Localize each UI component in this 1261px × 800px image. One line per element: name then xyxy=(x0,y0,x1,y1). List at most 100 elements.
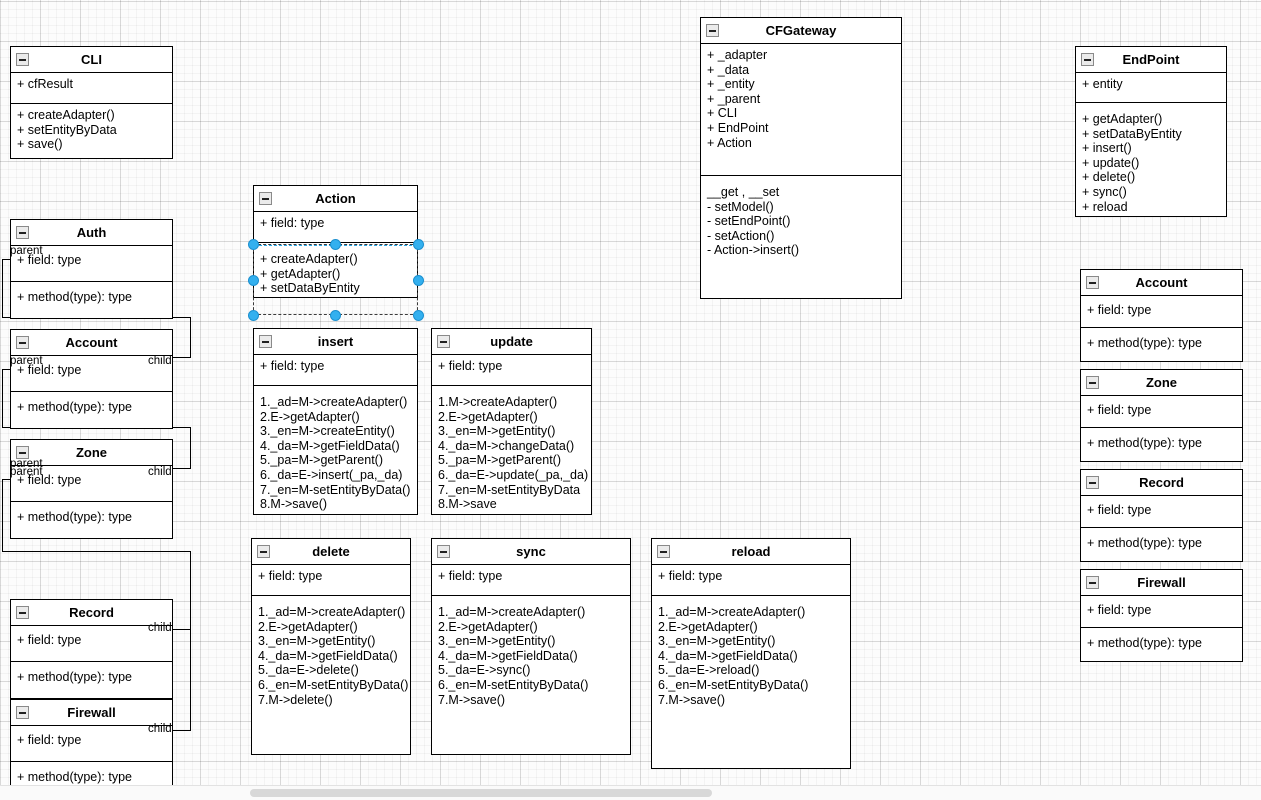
uml-operations-sync: 1._ad=M->createAdapter()2.E->getAdapter(… xyxy=(432,596,630,754)
uml-operation-row: 6._da=E->update(_pa,_da) xyxy=(438,467,589,482)
handle-middle-right[interactable] xyxy=(412,274,424,286)
collapse-minus-icon[interactable] xyxy=(16,606,29,619)
uml-attribute-row: + Action xyxy=(707,135,752,150)
uml-class-record-left[interactable]: Record+ field: type+ method(type): type xyxy=(10,599,173,699)
uml-attributes-record-right: + field: type xyxy=(1081,496,1242,528)
uml-operation-row: 1._ad=M->createAdapter() xyxy=(438,605,586,619)
uml-class-title-reload: reload xyxy=(652,539,850,565)
conn-account-to-auth-segment-3 xyxy=(2,259,3,318)
collapse-minus-icon[interactable] xyxy=(1086,276,1099,289)
uml-class-endpoint[interactable]: EndPoint+ entity+ getAdapter()+ setDataB… xyxy=(1075,46,1227,217)
uml-class-title-account-right: Account xyxy=(1081,270,1242,296)
uml-class-cli[interactable]: CLI+ cfResult+ createAdapter()+ setEntit… xyxy=(10,46,173,159)
role-label-zone-parent-1: parent xyxy=(10,458,43,470)
handle-bottom-right[interactable] xyxy=(412,309,424,321)
horizontal-scrollbar-track[interactable] xyxy=(0,785,1261,800)
uml-operation-row: + reload xyxy=(1082,199,1128,214)
collapse-minus-icon[interactable] xyxy=(1086,476,1099,489)
handle-top-left[interactable] xyxy=(247,238,259,250)
uml-operations-record-right: + method(type): type xyxy=(1081,528,1242,561)
uml-operation-row: 2.E->getAdapter() xyxy=(658,619,758,634)
horizontal-scrollbar-thumb[interactable] xyxy=(250,789,712,797)
uml-operation-row: + method(type): type xyxy=(1087,336,1202,350)
uml-class-firewall-left[interactable]: Firewall+ field: type+ method(type): typ… xyxy=(10,699,173,799)
uml-operation-row: 6._en=M-setEntityByData() xyxy=(658,677,809,692)
collapse-minus-icon[interactable] xyxy=(437,335,450,348)
uml-operation-row: 5._pa=M->getParent() xyxy=(438,453,561,468)
collapse-minus-icon[interactable] xyxy=(16,53,29,66)
uml-operation-row: 3._en=M->getEntity() xyxy=(438,634,556,649)
uml-operation-row: 8.M->save() xyxy=(260,497,328,512)
uml-operation-row: 3._en=M->createEntity() xyxy=(260,424,395,439)
collapse-minus-icon[interactable] xyxy=(16,336,29,349)
uml-class-record-right[interactable]: Record+ field: type+ method(type): type xyxy=(1080,469,1243,562)
uml-operation-row: 3._en=M->getEntity() xyxy=(658,634,776,649)
collapse-minus-icon[interactable] xyxy=(16,706,29,719)
collapse-minus-icon[interactable] xyxy=(1081,53,1094,66)
uml-attribute-row: + _parent xyxy=(707,91,761,106)
uml-operation-row: 2.E->getAdapter() xyxy=(258,619,358,634)
conn-firewall-to-zone-segment-0 xyxy=(173,730,190,731)
uml-class-update[interactable]: update + field: type 1.M->createAdapter()2… xyxy=(431,328,592,515)
uml-class-title-endpoint: EndPoint xyxy=(1076,47,1226,73)
collapse-minus-icon[interactable] xyxy=(16,446,29,459)
collapse-minus-icon[interactable] xyxy=(1086,376,1099,389)
role-label-account-child: child xyxy=(148,355,172,367)
uml-operation-row: 1._ad=M->createAdapter() xyxy=(258,605,406,619)
collapse-minus-icon[interactable] xyxy=(259,335,272,348)
collapse-minus-icon[interactable] xyxy=(259,192,272,205)
uml-operations-delete: 1._ad=M->createAdapter()2.E->getAdapter(… xyxy=(252,596,410,754)
uml-attribute-row: + field: type xyxy=(438,359,503,373)
role-label-firewall-child: child xyxy=(148,723,172,735)
handle-top-center[interactable] xyxy=(329,238,341,250)
uml-class-name-endpoint: EndPoint xyxy=(1122,52,1180,67)
uml-class-zone-left[interactable]: Zone+ field: type+ method(type): type xyxy=(10,439,173,539)
uml-attributes-reload: + field: type xyxy=(652,565,850,596)
uml-attributes-firewall-left: + field: type xyxy=(11,726,172,762)
handle-top-right[interactable] xyxy=(412,238,424,250)
uml-class-account-left[interactable]: Account+ field: type+ method(type): type xyxy=(10,329,173,429)
uml-class-title-sync: sync xyxy=(432,539,630,565)
uml-operation-row: + getAdapter() xyxy=(260,266,341,281)
collapse-minus-icon[interactable] xyxy=(257,545,270,558)
handle-middle-left[interactable] xyxy=(247,274,259,286)
uml-class-name-cfgateway: CFGateway xyxy=(765,23,837,38)
collapse-minus-icon[interactable] xyxy=(16,226,29,239)
conn-account-to-auth-segment-1 xyxy=(190,317,191,358)
uml-class-title-record-right: Record xyxy=(1081,470,1242,496)
uml-class-cfgateway[interactable]: CFGateway+ _adapter+ _data+ _entity+ _pa… xyxy=(700,17,902,299)
uml-class-name-record-left: Record xyxy=(69,605,114,620)
uml-class-account-right[interactable]: Account+ field: type+ method(type): type xyxy=(1080,269,1243,362)
uml-class-title-firewall-left: Firewall xyxy=(11,700,172,726)
uml-class-name-firewall-right: Firewall xyxy=(1137,575,1186,590)
uml-class-name-update: update xyxy=(490,334,533,349)
collapse-minus-icon[interactable] xyxy=(1086,576,1099,589)
conn-record-to-zone-segment-2 xyxy=(2,551,191,552)
collapse-minus-icon[interactable] xyxy=(437,545,450,558)
uml-operations-firewall-right: + method(type): type xyxy=(1081,628,1242,661)
uml-attribute-row: + field: type xyxy=(1087,403,1152,417)
role-label-zone-parent-2: parent xyxy=(10,466,43,478)
uml-attributes-zone-left: + field: type xyxy=(11,466,172,502)
uml-operations-cli: + createAdapter()+ setEntityByData+ save… xyxy=(11,104,172,158)
uml-operation-row: 5._da=E->reload() xyxy=(658,663,760,678)
uml-class-auth-left[interactable]: Auth+ field: type+ method(type): type xyxy=(10,219,173,319)
uml-operation-row: + createAdapter() xyxy=(260,252,358,266)
uml-operations-reload: 1._ad=M->createAdapter()2.E->getAdapter(… xyxy=(652,596,850,768)
uml-class-firewall-right[interactable]: Firewall+ field: type+ method(type): typ… xyxy=(1080,569,1243,662)
handle-bottom-left[interactable] xyxy=(247,309,259,321)
collapse-minus-icon[interactable] xyxy=(706,24,719,37)
handle-bottom-center[interactable] xyxy=(329,309,341,321)
uml-operations-update: 1.M->createAdapter()2.E->getAdapter()3._… xyxy=(432,386,591,514)
uml-operations-zone-right: + method(type): type xyxy=(1081,428,1242,461)
uml-operations-cfgateway: __get , __set- setModel()- setEndPoint()… xyxy=(701,176,901,298)
collapse-minus-icon[interactable] xyxy=(657,545,670,558)
uml-class-zone-right[interactable]: Zone+ field: type+ method(type): type xyxy=(1080,369,1243,462)
uml-attribute-row: + field: type xyxy=(17,253,82,267)
uml-class-name-auth-left: Auth xyxy=(76,225,107,240)
